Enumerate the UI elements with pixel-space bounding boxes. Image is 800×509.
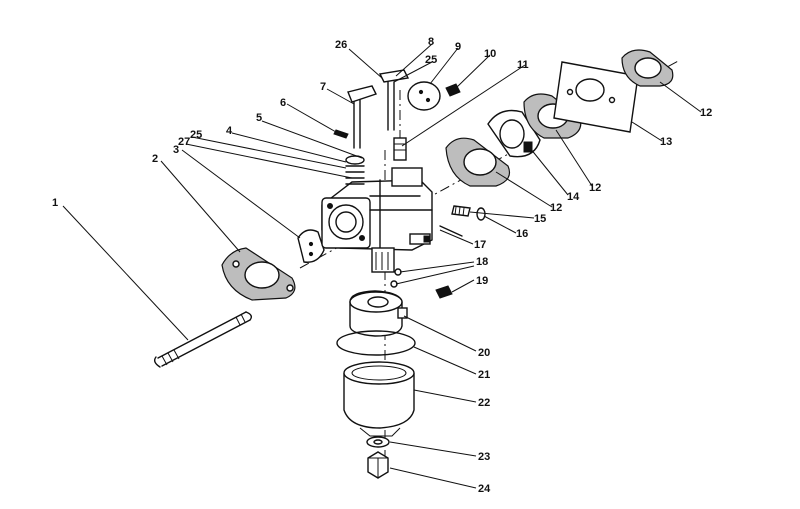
callout-23: 23 <box>478 451 490 463</box>
callout-9: 9 <box>455 41 461 53</box>
part-stud <box>153 311 253 368</box>
part-bowl-nut <box>367 451 389 479</box>
callout-13: 13 <box>660 136 672 148</box>
callout-22: 22 <box>478 397 490 409</box>
callout-26: 26 <box>335 39 347 51</box>
callout-6: 6 <box>280 97 286 109</box>
part-fitting-11 <box>393 137 407 161</box>
part-choke-plate <box>407 81 441 111</box>
part-screw-15 <box>451 205 471 217</box>
callout-3: 3 <box>173 144 179 156</box>
part-spacer-14 <box>487 109 541 158</box>
part-screw-19 <box>435 285 453 299</box>
callout-4: 4 <box>226 125 233 137</box>
callout-12-left: 12 <box>550 202 562 214</box>
callout-24: 24 <box>478 483 491 495</box>
callout-leaders <box>62 43 702 489</box>
part-gasket-12-a <box>445 137 511 187</box>
callout-labels: 1 2 3 4 5 6 7 8 9 10 11 12 12 12 13 14 1… <box>52 36 712 495</box>
part-washer-16 <box>476 207 486 221</box>
part-carburetor-body <box>321 167 433 273</box>
part-pin-18 <box>390 268 402 288</box>
part-float-bowl <box>343 361 415 437</box>
callout-11: 11 <box>517 59 529 71</box>
callout-12-middle: 12 <box>589 182 601 194</box>
callout-25-left: 25 <box>190 129 202 141</box>
callout-27: 27 <box>178 136 190 148</box>
part-gasket-12-c <box>621 49 674 87</box>
callout-20: 20 <box>478 347 490 359</box>
part-choke-shaft <box>378 69 410 131</box>
callout-19: 19 <box>476 275 488 287</box>
callout-12-right: 12 <box>700 107 712 119</box>
callout-17: 17 <box>474 239 486 251</box>
part-plate-13 <box>553 61 639 133</box>
part-needle-17 <box>439 225 463 237</box>
callout-1: 1 <box>52 197 58 209</box>
part-spring-stack <box>345 155 365 185</box>
callout-15: 15 <box>534 213 546 225</box>
callout-2: 2 <box>152 153 158 165</box>
callout-7: 7 <box>320 81 326 93</box>
callout-14: 14 <box>567 191 580 203</box>
part-throttle-plate <box>297 229 325 263</box>
part-washer <box>366 436 390 448</box>
part-o-ring <box>336 330 416 356</box>
callout-21: 21 <box>478 369 490 381</box>
callout-8: 8 <box>428 36 434 48</box>
part-gasket-left <box>221 247 296 301</box>
part-float <box>349 290 408 337</box>
callout-5: 5 <box>256 112 262 124</box>
part-throttle-shaft <box>333 85 377 149</box>
callout-18: 18 <box>476 256 488 268</box>
callout-16: 16 <box>516 228 528 240</box>
callout-25-top: 25 <box>425 54 437 66</box>
callout-10: 10 <box>484 48 496 60</box>
